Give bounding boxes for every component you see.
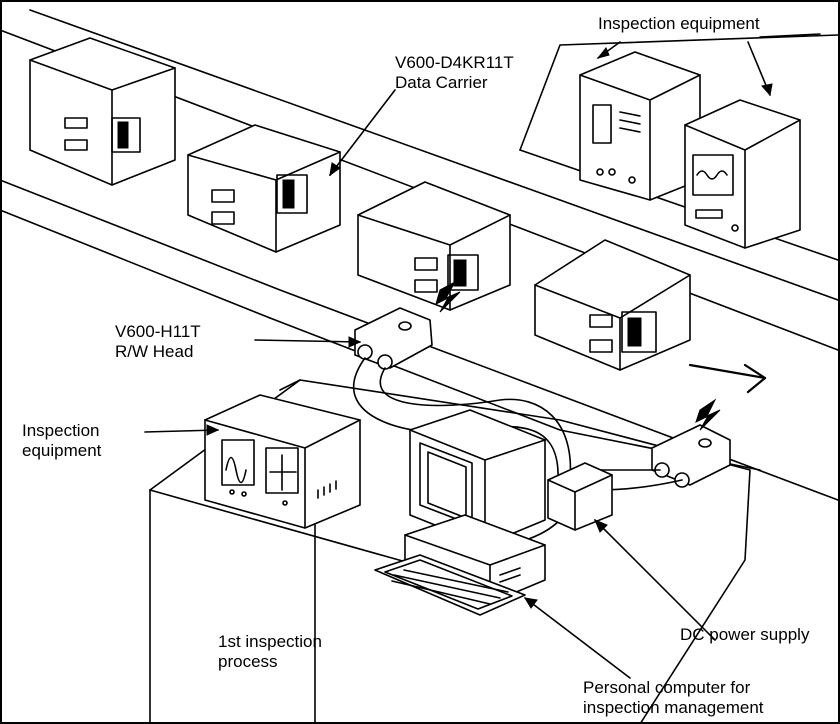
inspection-equipment-left <box>204 394 361 529</box>
equipment-shelf <box>519 34 839 261</box>
process-label: 1st inspection process <box>218 632 322 671</box>
inspection-equipment-top-1 <box>579 51 701 201</box>
dc-power-supply-label: DC power supply <box>680 625 810 644</box>
inspection-equipment-left-label: Inspection equipment <box>22 421 102 460</box>
conveyor-direction-arrow <box>688 363 767 394</box>
data-carrier-box-3 <box>357 181 511 311</box>
rw-head-label: V600-H11T R/W Head <box>115 322 201 361</box>
data-carrier-box-2 <box>187 124 341 253</box>
inspection-equipment-top-2 <box>684 99 801 249</box>
leader-lines <box>144 33 821 679</box>
personal-computer <box>374 409 546 616</box>
data-carrier-box-4 <box>534 239 691 371</box>
dc-power-supply <box>547 462 613 531</box>
rw-head-top <box>354 280 461 370</box>
rw-head-right <box>651 398 731 488</box>
data-carrier-label: V600-D4KR11T Data Carrier <box>395 53 514 92</box>
inspection-equipment-top-label: Inspection equipment <box>598 14 760 33</box>
cables <box>352 357 683 551</box>
pc-label: Personal computer for inspection managem… <box>583 678 764 717</box>
leader-arrowheads <box>206 47 773 609</box>
data-carrier-box-1 <box>29 37 176 186</box>
